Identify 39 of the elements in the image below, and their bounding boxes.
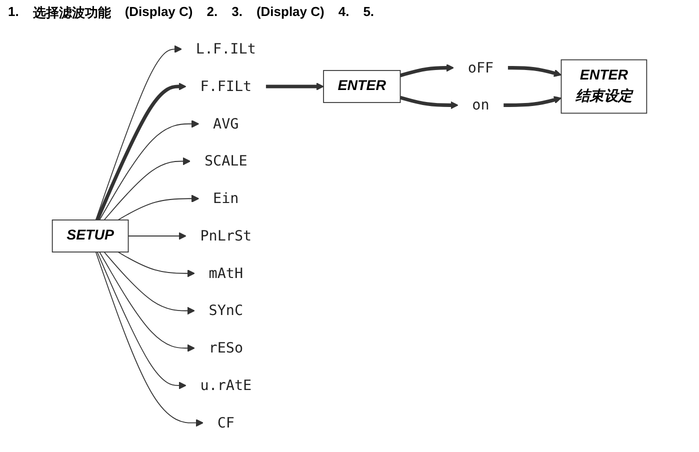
arrow [96,82,186,221]
step-label: 5. [363,4,374,21]
node-text: mAtH [208,264,244,282]
arrow [99,120,200,220]
step-label: (Display C) [256,4,324,21]
node-text: on [472,96,490,114]
node-text: L.F.ILt [196,40,256,58]
arrow [96,252,186,390]
node-text: SYnC [208,302,244,319]
node-text: u.rAtE [200,376,252,394]
step-label: 选择滤波功能 [32,4,111,22]
node-text: F.FILt [200,78,252,95]
arrow [128,232,186,240]
step-label: (Display C) [124,4,193,21]
step-label: 2. [206,4,218,21]
arrow [95,252,204,427]
node-text: PnLrSt [200,227,252,244]
arrow [104,252,195,315]
arrow [118,194,200,220]
node-text: SCALE [204,152,248,170]
arrow [118,252,195,278]
arrow [508,66,562,77]
node-text: rESo [208,339,244,356]
node-text: CF [217,414,234,431]
node-box: SETUP [52,220,129,252]
arrow [400,96,458,110]
node-text: Ein [213,190,239,207]
arrow [504,96,562,107]
node-box: ENTER 结束设定 [560,59,648,114]
arrow [99,252,195,352]
node-box: ENTER [323,70,401,103]
arrow [266,82,324,90]
step-label: 1. [8,4,19,21]
node-text: oFF [468,58,494,76]
node-text: AVG [213,114,239,132]
arrow [400,64,454,78]
step-label: 3. [232,4,242,21]
step-label: 4. [338,4,350,21]
arrow [104,157,191,220]
